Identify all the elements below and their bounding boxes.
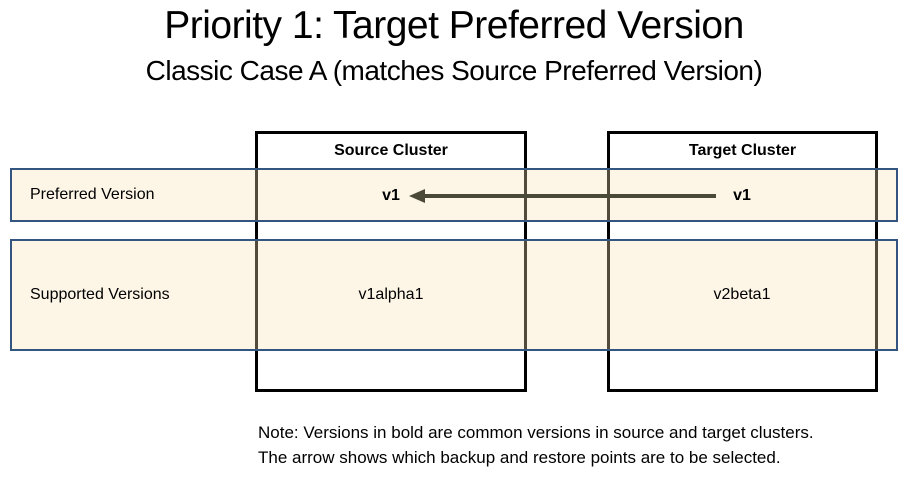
selection-arrow (409, 189, 716, 203)
page-title: Priority 1: Target Preferred Version (164, 4, 744, 47)
target-cluster-header: Target Cluster (688, 142, 797, 159)
preferred-version-band: Preferred Version (10, 168, 898, 222)
supported-versions-band: Supported Versions (10, 239, 898, 351)
target-cluster-box: Target Cluster (607, 131, 878, 392)
source-preferred-value: v1 (382, 187, 400, 204)
target-preferred-value: v1 (733, 187, 751, 204)
note-line-1: Note: Versions in bold are common versio… (258, 423, 814, 442)
source-cluster-header: Source Cluster (334, 142, 448, 159)
source-cluster-box: Source Cluster (255, 131, 527, 392)
note-text: Note: Versions in bold are common versio… (258, 420, 814, 470)
supported-versions-row-label: Supported Versions (30, 286, 170, 303)
source-supported-value: v1alpha1 (358, 286, 424, 303)
preferred-version-row-label: Preferred Version (30, 186, 155, 203)
note-line-2: The arrow shows which backup and restore… (258, 448, 781, 467)
target-supported-value: v2beta1 (713, 286, 771, 303)
page-subtitle: Classic Case A (matches Source Preferred… (145, 55, 763, 86)
arrowhead-left-icon (409, 189, 425, 203)
